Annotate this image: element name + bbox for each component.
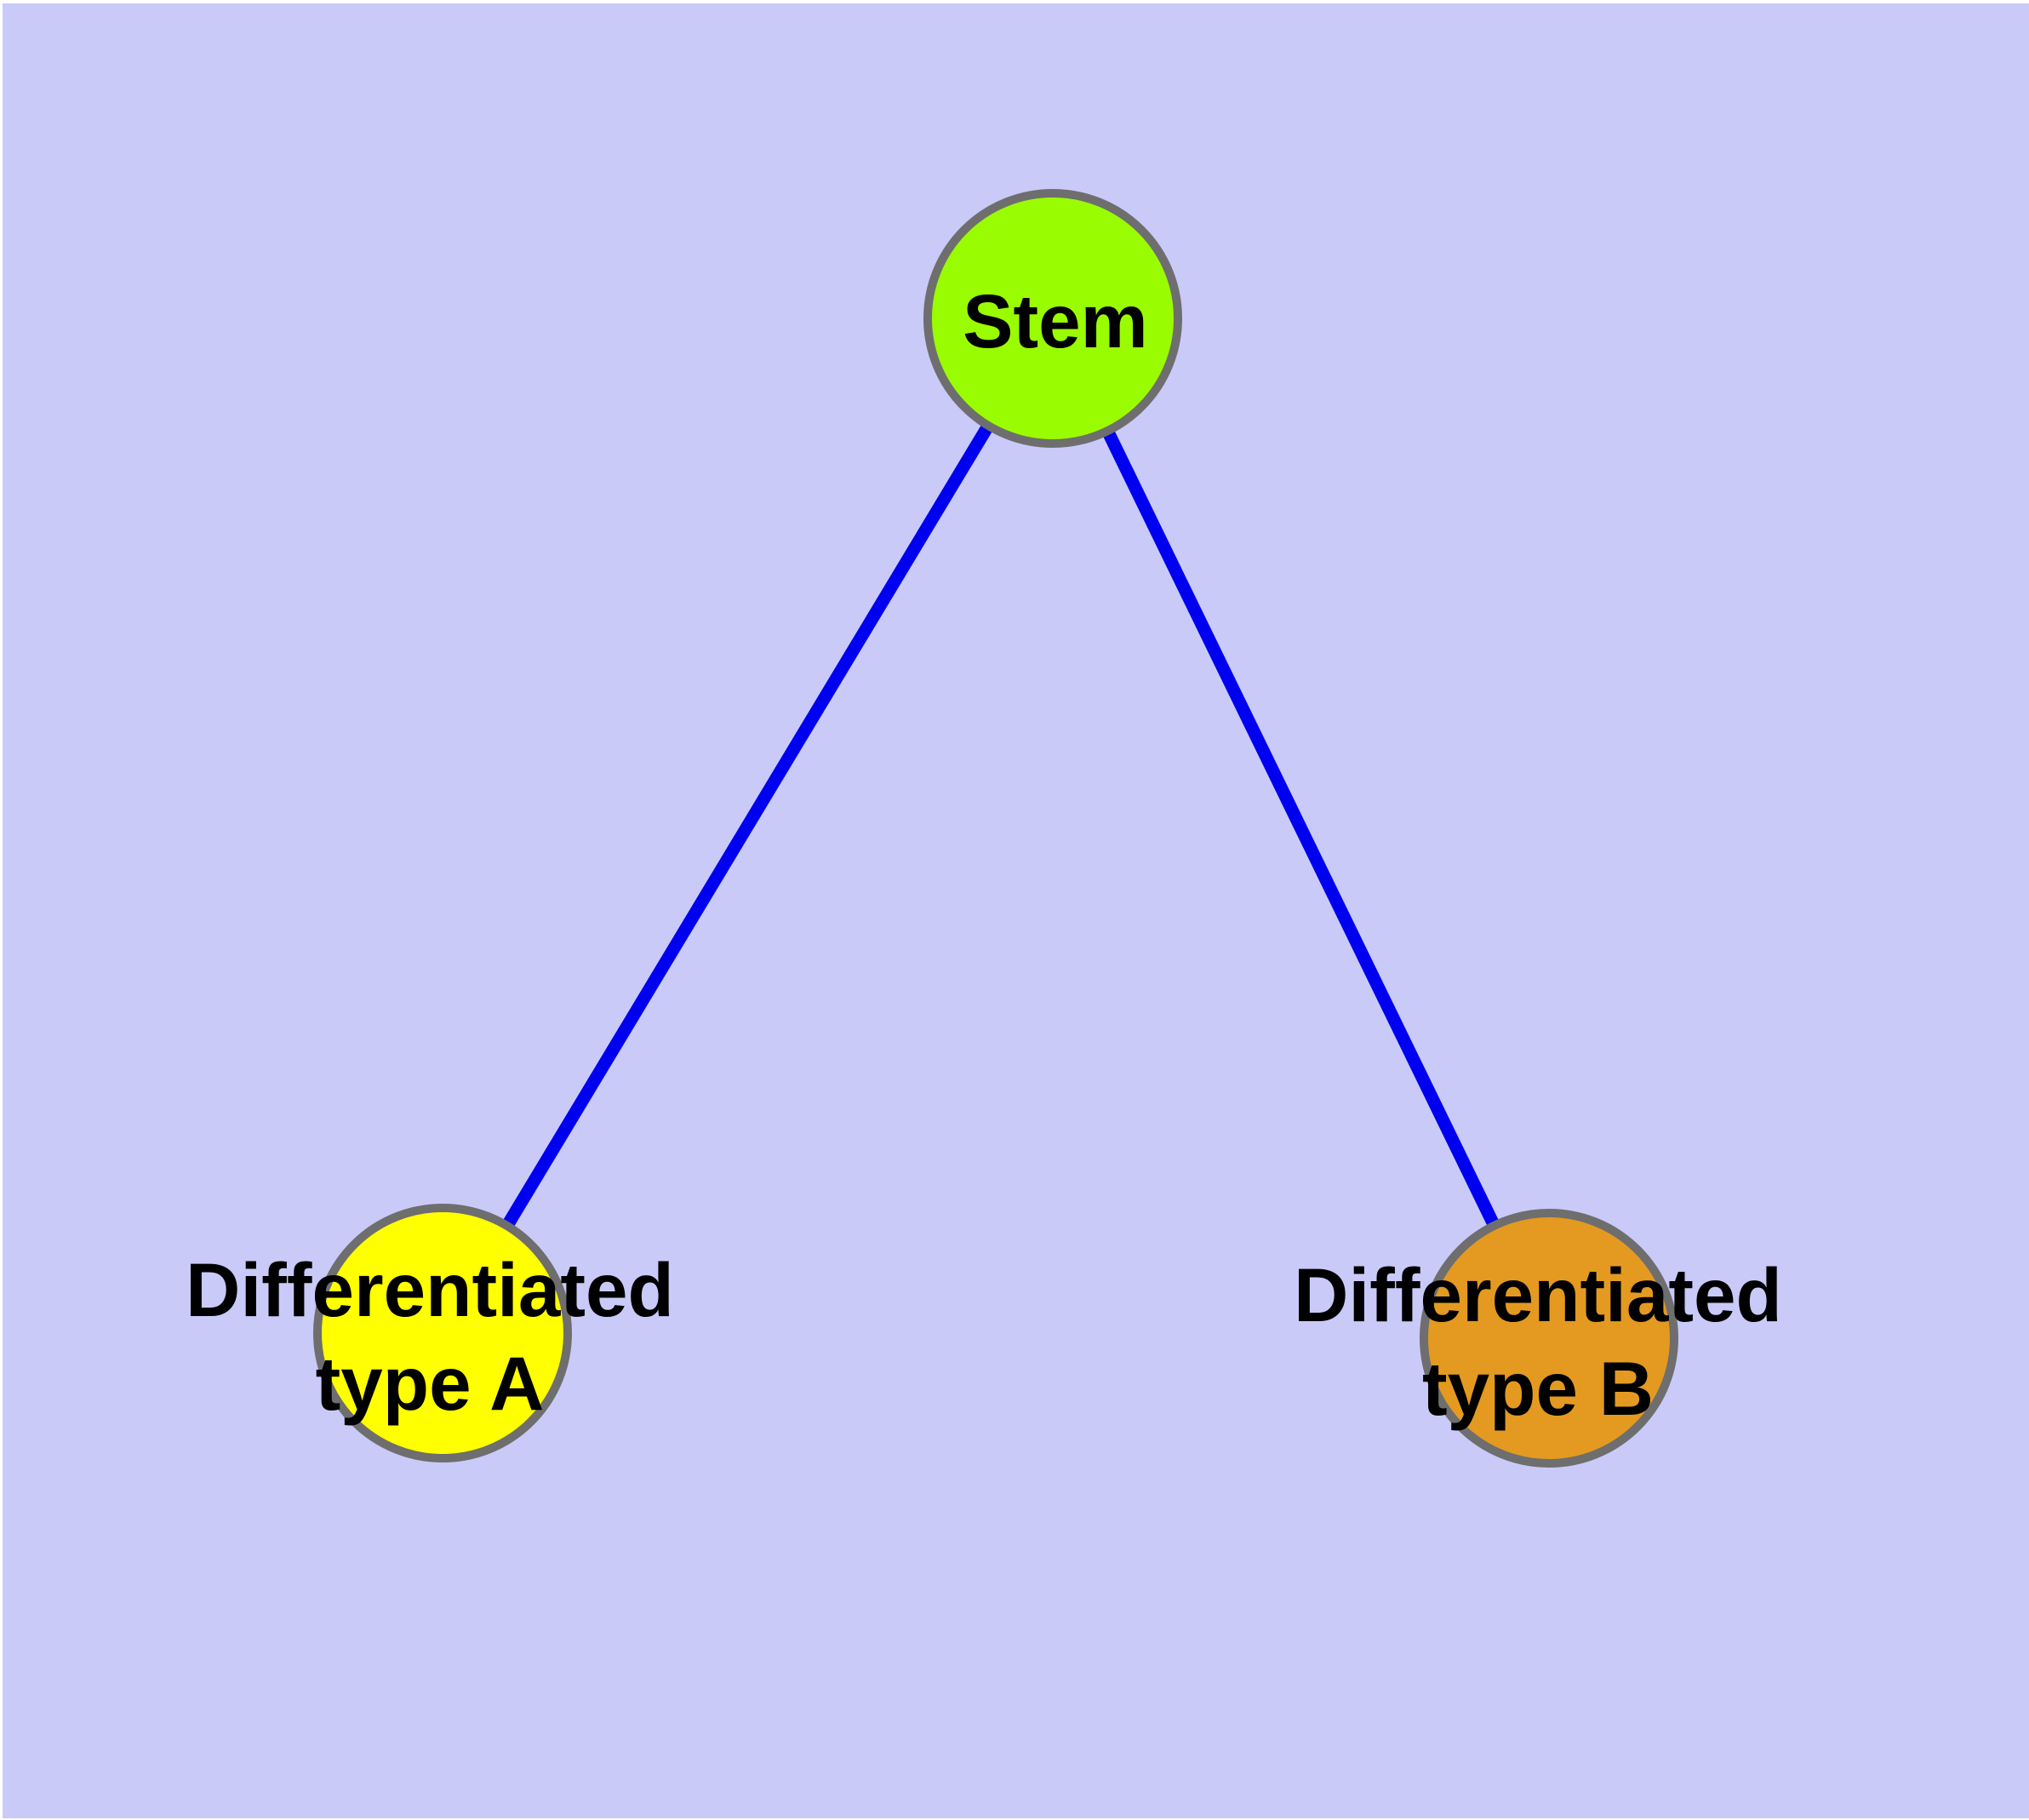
edge-stem-to-type-b	[1047, 315, 1555, 1342]
node-type-a-circle	[313, 1204, 572, 1462]
edge-stem-to-type-a	[437, 315, 1059, 1336]
edge-group	[437, 315, 1555, 1342]
node-group	[313, 189, 1678, 1468]
node-type-b-circle	[1420, 1209, 1678, 1468]
node-stem-circle	[923, 189, 1182, 448]
